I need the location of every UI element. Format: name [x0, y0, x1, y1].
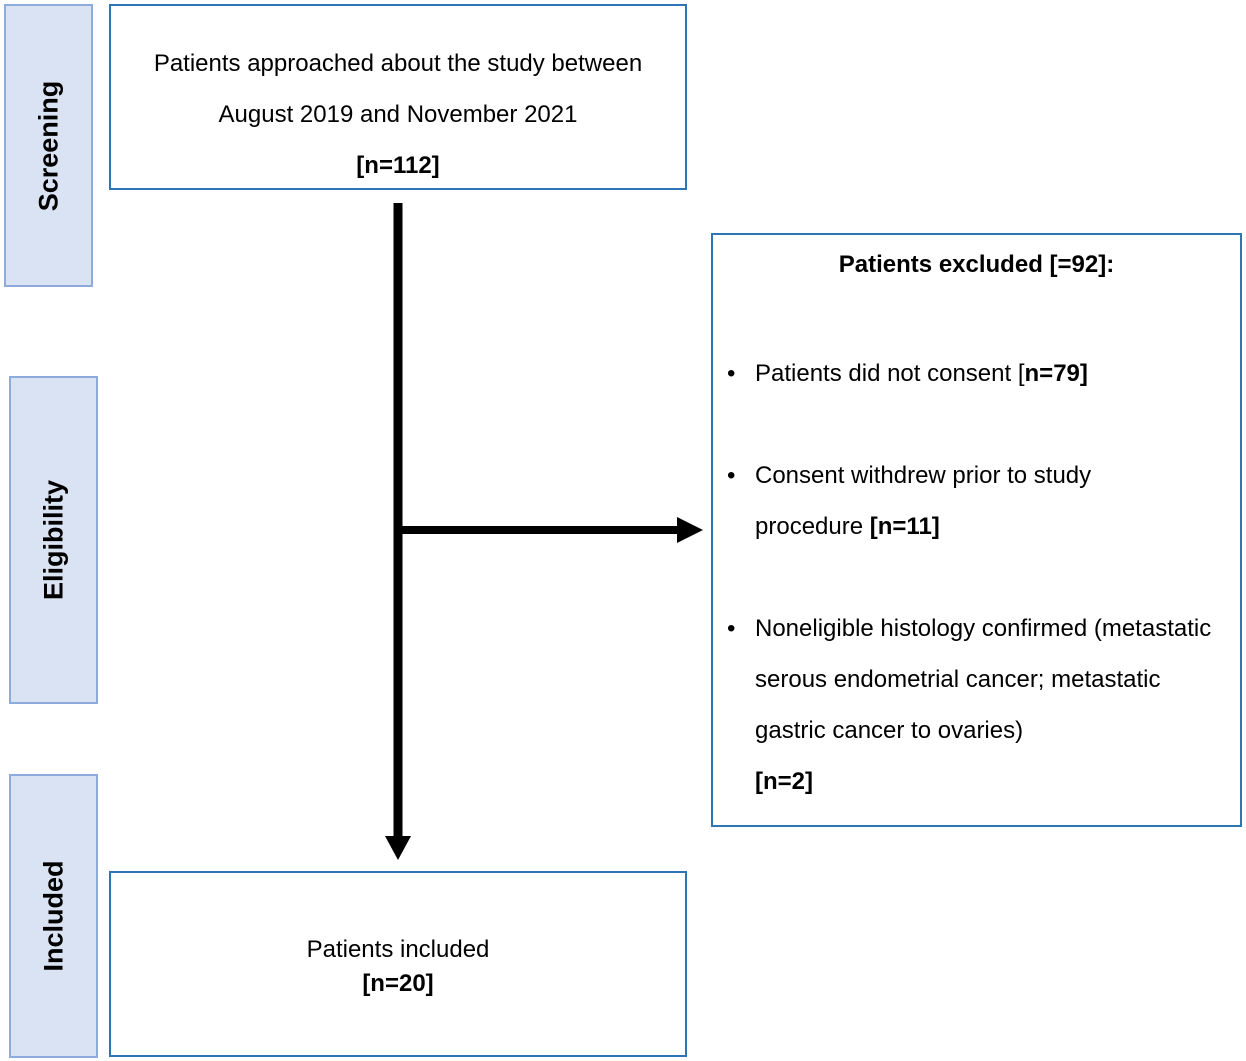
included-box-text: Patients included [n=20] [111, 933, 685, 1001]
excluded-item-no-consent: • Patients did not consent [n=79] [727, 348, 1232, 399]
main-arrowhead [385, 836, 411, 860]
excluded-item-text: Patients did not consent [ [755, 360, 1025, 387]
excluded-title: Patients excluded [=92]: [838, 251, 1115, 278]
stage-screening: Screening [4, 4, 93, 287]
included-count: [n=20] [362, 970, 434, 997]
exclusion-arrowhead [677, 517, 703, 543]
screening-line-1: Patients approached about the study betw… [153, 50, 643, 77]
excluded-item-withdrew: • Consent withdrew prior to study proced… [727, 450, 1175, 552]
included-box: Patients included [n=20] [109, 871, 687, 1057]
excluded-item-count: n=79] [1024, 360, 1088, 387]
bullet: • [727, 615, 736, 642]
excluded-item-count: [n=11] [869, 513, 940, 540]
excluded-box: Patients excluded [=92]: • Patients did … [711, 233, 1242, 827]
stage-eligibility: Eligibility [9, 376, 98, 704]
screening-box: Patients approached about the study betw… [109, 4, 687, 190]
included-label: Patients included [306, 936, 490, 963]
excluded-item-count: [n=2] [755, 768, 814, 795]
stage-included: Included [9, 774, 98, 1058]
excluded-list: • Patients did not consent [n=79] • Cons… [727, 348, 1232, 807]
excluded-item-text: Consent withdrew prior to study procedur… [755, 462, 1092, 540]
bullet: • [727, 462, 736, 489]
excluded-item-noneligible: • Noneligible histology confirmed (metas… [727, 603, 1232, 807]
excluded-item-text: Noneligible histology confirmed (metasta… [755, 615, 1212, 744]
bullet: • [727, 360, 736, 387]
screening-line-2: August 2019 and November 2021 [218, 101, 578, 128]
screening-count: [n=112] [356, 152, 440, 179]
screening-box-text: Patients approached about the study betw… [111, 38, 685, 191]
